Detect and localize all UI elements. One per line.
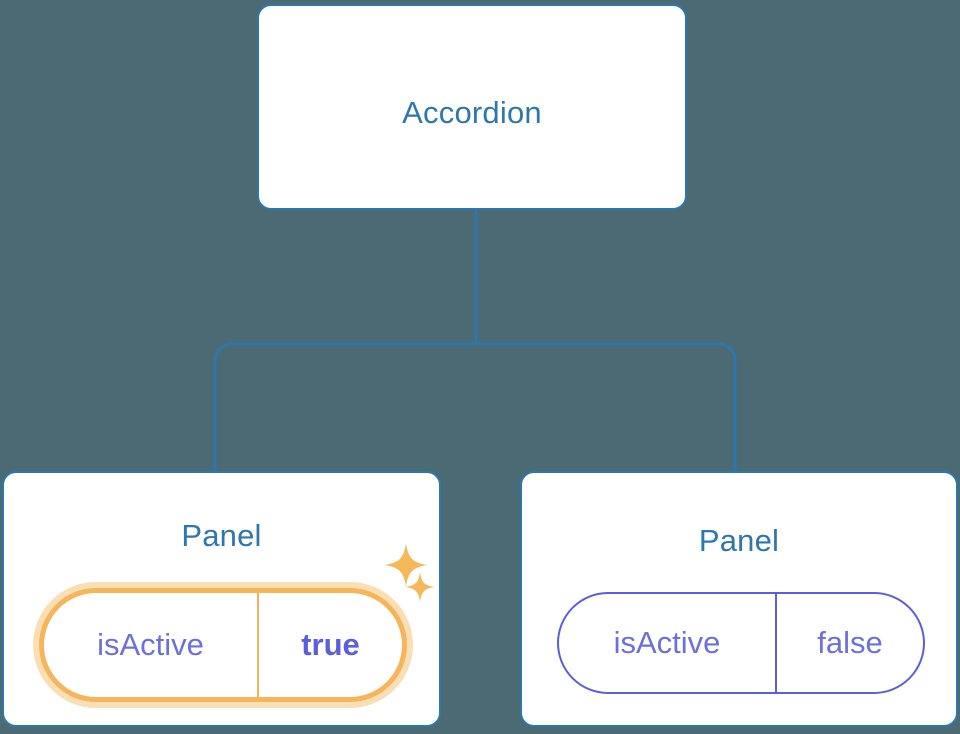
node-panel-left-title: Panel — [181, 518, 262, 553]
connector-branch-right — [476, 342, 737, 471]
prop-pill-inner: isActive true — [44, 593, 402, 697]
prop-key-label: isActive — [97, 627, 204, 662]
prop-pill-inner: isActive false — [557, 592, 925, 694]
prop-pill-divider — [257, 593, 259, 697]
prop-pill-divider — [775, 594, 777, 692]
prop-pill-is-active-true[interactable]: isActive true — [33, 582, 413, 708]
node-panel-right[interactable]: Panel isActive false — [520, 471, 958, 727]
node-panel-right-title: Panel — [698, 523, 780, 558]
node-panel-left[interactable]: Panel isActive true — [2, 471, 441, 727]
connector-branch-left — [213, 342, 476, 471]
prop-pill-is-active-false[interactable]: isActive false — [557, 592, 925, 694]
prop-value-label: false — [817, 625, 883, 660]
prop-key-label: isActive — [613, 625, 721, 660]
prop-value-label: true — [301, 627, 360, 662]
node-accordion[interactable]: Accordion — [257, 4, 687, 210]
node-accordion-title: Accordion — [402, 95, 542, 130]
